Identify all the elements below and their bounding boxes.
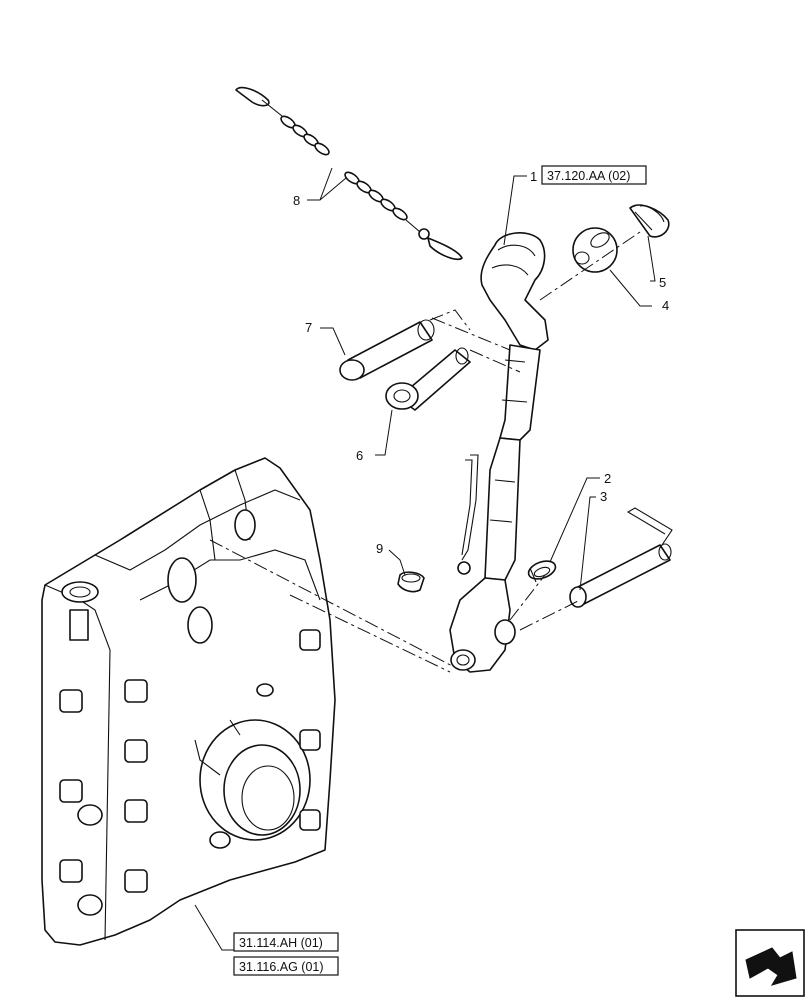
chain-links-upper: [280, 115, 330, 156]
bushing: [397, 571, 425, 593]
rear-housing: [41, 457, 336, 946]
next-page-arrow-icon[interactable]: [735, 929, 805, 997]
mounting-lugs: [59, 629, 321, 916]
reference-housing-2-text: 31.116.AG (01): [239, 960, 324, 974]
callout-3: 3: [600, 489, 607, 504]
reference-housing-1[interactable]: 31.114.AH (01): [233, 932, 339, 952]
chain-links-lower: [344, 171, 408, 221]
callout-5: 5: [659, 275, 666, 290]
pin-6: [385, 347, 471, 411]
callout-1: 1: [530, 169, 537, 184]
reference-housing-2[interactable]: 31.116.AG (01): [233, 956, 339, 976]
pin-3: [569, 507, 673, 608]
callout-8: 8: [293, 193, 300, 208]
callout-4: 4: [662, 298, 669, 313]
pin-7: [339, 319, 435, 381]
chain: [235, 86, 463, 261]
callout-2: 2: [604, 471, 611, 486]
callout-7: 7: [305, 320, 312, 335]
ball-joint: [572, 227, 618, 273]
assembly-center-lines: [209, 231, 641, 673]
top-link: [449, 232, 549, 673]
callout-6: 6: [356, 448, 363, 463]
lynch-clip: [629, 204, 670, 238]
leader-lines: [194, 167, 656, 951]
ring-clip: [527, 560, 557, 583]
reference-top-link[interactable]: 37.120.AA (02): [541, 165, 647, 185]
reference-housing-1-text: 31.114.AH (01): [239, 936, 323, 950]
reference-top-link-text: 37.120.AA (02): [547, 169, 630, 183]
callout-9: 9: [376, 541, 383, 556]
